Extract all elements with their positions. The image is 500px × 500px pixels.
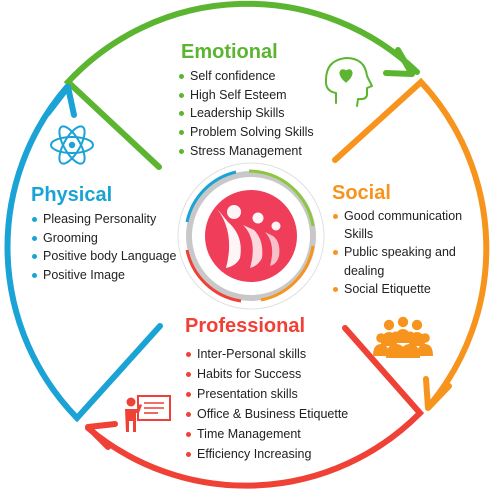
professional-arrowhead — [85, 421, 118, 450]
social-arrowhead — [423, 376, 452, 411]
emotional-arrowhead — [383, 47, 415, 77]
physical-item: Positive body Language — [31, 247, 181, 266]
professional-arc — [85, 325, 425, 489]
social-item: Social Etiquette — [332, 280, 482, 298]
head-heart-icon — [324, 57, 373, 107]
emotional-item: High Self Esteem — [178, 86, 348, 105]
emotional-section: Emotional Self confidence High Self Este… — [178, 40, 348, 161]
professional-item: Efficiency Increasing — [185, 445, 365, 465]
center-emblem — [177, 162, 325, 310]
people-group-icon — [373, 316, 433, 358]
social-list: Good communication Skills Public speakin… — [332, 207, 482, 298]
emotional-item: Stress Management — [178, 142, 348, 161]
logo-figures-icon — [214, 205, 281, 268]
emotional-item: Self confidence — [178, 67, 348, 86]
professional-item: Habits for Success — [185, 365, 365, 385]
emotional-item: Problem Solving Skills — [178, 123, 348, 142]
presenter-board-icon — [125, 395, 171, 432]
physical-arc — [4, 84, 163, 423]
emotional-item: Leadership Skills — [178, 104, 348, 123]
social-section: Social Good communication Skills Public … — [332, 181, 482, 298]
physical-item: Grooming — [31, 229, 181, 248]
physical-item: Positive Image — [31, 266, 181, 285]
physical-arrowhead — [45, 84, 77, 118]
social-title: Social — [332, 182, 391, 204]
physical-item: Pleasing Personality — [31, 210, 181, 229]
emotional-list: Self confidence High Self Esteem Leaders… — [178, 67, 348, 161]
social-item: Public speaking and dealing — [332, 243, 482, 279]
physical-title: Physical — [31, 184, 113, 206]
professional-item: Time Management — [185, 425, 365, 445]
professional-title: Professional — [185, 315, 306, 337]
professional-item: Office & Business Etiquette — [185, 405, 365, 425]
emotional-arc — [63, 0, 420, 170]
atom-icon — [50, 125, 94, 165]
professional-item: Inter-Personal skills — [185, 345, 365, 365]
professional-list: Inter-Personal skills Habits for Success… — [185, 345, 365, 464]
physical-section: Physical Pleasing Personality Grooming P… — [31, 183, 181, 285]
social-item: Good communication Skills — [332, 207, 482, 243]
emotional-title: Emotional — [181, 41, 278, 63]
physical-list: Pleasing Personality Grooming Positive b… — [31, 210, 181, 285]
social-arc — [332, 77, 490, 409]
professional-item: Presentation skills — [185, 385, 365, 405]
professional-section: Professional Inter-Personal skills Habit… — [185, 314, 365, 464]
